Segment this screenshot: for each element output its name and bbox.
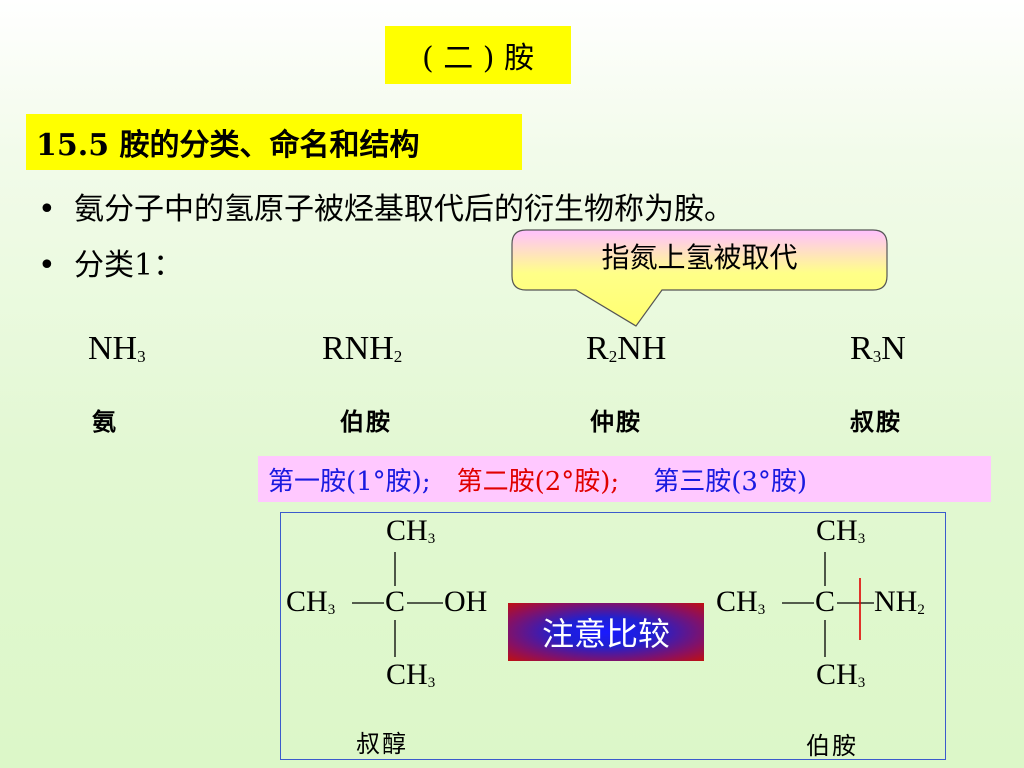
alcohol-bottom-methyl: CH3	[386, 658, 435, 692]
amine-left-sub: 3	[757, 602, 766, 618]
alcohol-left-sub: 3	[327, 602, 336, 618]
formula-rnh2: RNH2	[322, 330, 402, 368]
page-heading: 15.5 胺的分类、命名和结构	[26, 114, 522, 170]
bullet-dot: •	[38, 192, 56, 227]
formula-rnh2-main: RNH	[322, 330, 394, 367]
amine-top-sub: 3	[857, 531, 866, 547]
callout-text: 指氮上氢被取代	[601, 241, 798, 274]
amine-central-carbon: C	[815, 585, 836, 618]
alcohol-left-methyl: CH3	[286, 585, 335, 619]
bullet-dot: •	[38, 248, 56, 283]
alcohol-top-ch: CH	[386, 514, 428, 547]
bullet-classification-text: 分类1：	[74, 248, 184, 283]
formula-nh3-main: NH	[88, 330, 138, 367]
alcohol-top-sub: 3	[427, 531, 436, 547]
amine-bottom-methyl: CH3	[816, 658, 865, 692]
name-ammonia: 氨	[92, 408, 118, 436]
callout-shape	[511, 229, 888, 327]
section-title-text: ( 二 ) 胺	[421, 41, 535, 76]
alcohol-left-ch: CH	[286, 585, 328, 618]
note-compare-text: 注意比较	[541, 615, 670, 653]
bond-lines	[352, 552, 874, 657]
formula-r3n-sub: 3	[872, 347, 882, 366]
section-title: ( 二 ) 胺	[385, 26, 571, 84]
formula-rnh2-sub: 2	[393, 347, 403, 366]
amine-left-ch: CH	[716, 585, 758, 618]
formula-r2nh-pre: R	[586, 330, 609, 367]
formula-r3n-main: N	[881, 330, 906, 367]
label-tertiary-alcohol: 叔醇	[356, 730, 408, 758]
formula-r2nh: R2NH	[586, 330, 666, 368]
formula-r3n: R3N	[850, 330, 906, 368]
name-tertiary-amine: 叔胺	[850, 408, 902, 436]
amine-bottom-ch: CH	[816, 658, 858, 691]
amine-nh: NH	[874, 585, 918, 618]
alcohol-central-carbon: C	[385, 585, 406, 618]
class-second: 第二胺(2°胺);	[456, 466, 620, 497]
heading-text: 15.5 胺的分类、命名和结构	[36, 128, 420, 163]
alcohol-bottom-sub: 3	[427, 675, 436, 691]
amine-left-methyl: CH3	[716, 585, 765, 619]
amine-nh-sub: 2	[917, 602, 925, 618]
amine-top-methyl: CH3	[816, 514, 865, 548]
amine-top-ch: CH	[816, 514, 858, 547]
alcohol-bottom-ch: CH	[386, 658, 428, 691]
name-secondary-amine: 仲胺	[590, 408, 642, 436]
formula-nh3-sub: 3	[137, 347, 146, 366]
class-first: 第一胺(1°胺);	[268, 466, 431, 497]
callout-bubble: 指氮上氢被取代	[511, 229, 888, 327]
formula-nh3: NH3	[88, 330, 146, 368]
bullet-classification: • 分类1：	[38, 240, 183, 284]
note-compare-badge: 注意比较	[508, 603, 704, 661]
formula-r3n-pre: R	[850, 330, 873, 367]
label-primary-amine: 伯胺	[806, 732, 858, 760]
amine-nh2-group: NH2	[874, 585, 925, 619]
alcohol-hydroxyl: OH	[444, 585, 488, 618]
class-third: 第三胺(3°胺)	[653, 466, 808, 497]
amine-bottom-sub: 3	[857, 675, 866, 691]
alcohol-top-methyl: CH3	[386, 514, 435, 548]
formula-r2nh-sub: 2	[608, 347, 618, 366]
amine-classes-bar: 第一胺(1°胺); 第二胺(2°胺); 第三胺(3°胺)	[258, 456, 991, 502]
comparison-box	[280, 512, 946, 760]
name-primary-amine: 伯胺	[340, 408, 392, 436]
bullet-definition: • 氨分子中的氢原子被烃基取代后的衍生物称为胺。	[38, 184, 734, 228]
bullet-definition-text: 氨分子中的氢原子被烃基取代后的衍生物称为胺。	[74, 192, 734, 227]
formula-r2nh-main: NH	[617, 330, 667, 367]
